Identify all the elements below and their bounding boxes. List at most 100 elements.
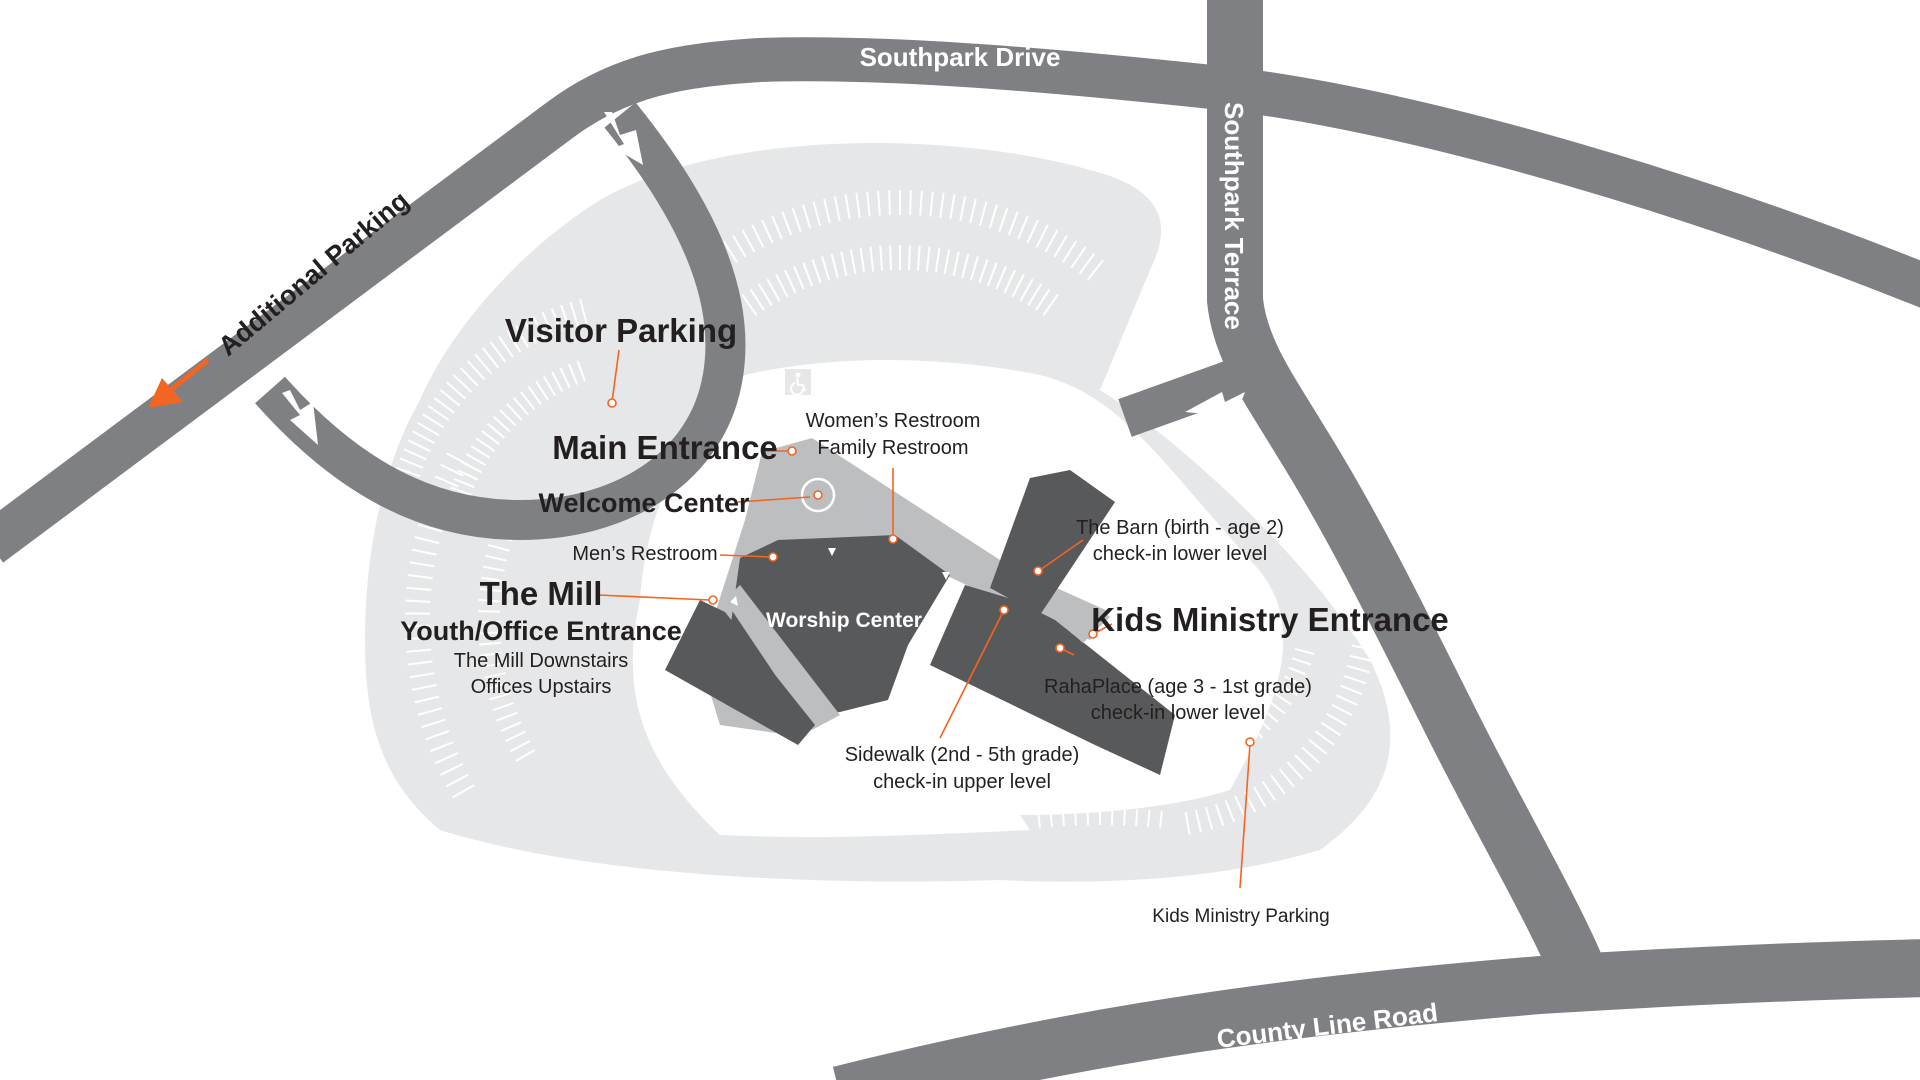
parking-stall-line — [482, 565, 505, 572]
parking-stall-line — [421, 718, 446, 729]
parking-stall-line — [969, 256, 979, 281]
parking-stall-line — [1037, 811, 1041, 829]
parking-stall-line — [939, 192, 945, 218]
parking-stall-line — [450, 486, 472, 496]
parking-stall-line — [888, 190, 891, 216]
parking-stall-line — [512, 396, 529, 416]
kids-ministry-building — [930, 585, 1175, 775]
parking-stall-line — [919, 190, 923, 216]
parking-stall-line — [1343, 674, 1367, 685]
parking-stall-line — [1061, 809, 1065, 827]
parking-stall-line — [429, 741, 454, 753]
parking-stall-line — [407, 574, 433, 580]
kids-ministry-parking-label: Kids Ministry Parking — [1152, 906, 1329, 927]
southpark-drive — [0, 37, 1920, 563]
parking-stall-line — [1011, 274, 1025, 298]
southpark-terrace-label: Southpark Terrace — [1219, 102, 1249, 330]
parking-stall-line — [509, 740, 531, 753]
parking-stall-line — [1268, 700, 1286, 715]
visitor-loop-road — [255, 102, 746, 540]
parking-stall-line — [500, 721, 522, 732]
parking-stall-line — [1062, 240, 1078, 263]
parking-stall-line — [1187, 754, 1195, 775]
parking-stall-line — [1035, 288, 1051, 311]
main-entrance-label: Main Entrance — [552, 429, 778, 466]
parking-stall-line — [961, 253, 970, 279]
parking-stall-line — [1270, 774, 1286, 795]
parking-stall-line — [741, 229, 756, 253]
the-mill-marker — [708, 595, 718, 605]
parking-stall-line — [1135, 809, 1139, 827]
parking-stall-line — [427, 405, 450, 421]
parking-stall-line — [411, 548, 437, 556]
parking-stall-line — [1049, 810, 1053, 828]
parking-stall-line — [1087, 259, 1104, 281]
the-mill-label: The Mill — [480, 575, 603, 612]
parking-stall-line — [959, 196, 967, 222]
the-barn-checkin-label: check-in lower level — [1093, 543, 1268, 565]
parking-stall-line — [481, 576, 504, 582]
parking-stall-line — [480, 651, 503, 657]
parking-stall-line — [986, 262, 998, 287]
parking-stall-line — [1078, 252, 1096, 275]
parking-stall-line — [425, 729, 450, 741]
parking-stall-line — [869, 246, 875, 272]
parking-stall-line — [1035, 224, 1049, 248]
parking-stall-line — [486, 422, 506, 439]
parking-stall-line — [844, 194, 851, 220]
parking-stall-line — [478, 610, 501, 613]
parking-stall-line — [407, 660, 433, 666]
parking-stall-line — [1027, 283, 1043, 306]
parking-stall-line — [1349, 654, 1373, 662]
mens-restroom-marker — [768, 552, 778, 562]
parking-stall-line — [1252, 786, 1267, 808]
parking-stall-line — [732, 234, 747, 258]
parking-stall-line — [908, 245, 911, 271]
parking-stall-line — [579, 298, 588, 324]
parking-stall-line — [541, 311, 554, 336]
door-icon — [730, 596, 738, 606]
parking-stall-line — [576, 360, 586, 382]
parking-stall-line — [446, 452, 470, 466]
parking-stall-line — [506, 330, 522, 353]
parking-stall-line — [1215, 744, 1227, 763]
parking-stall-line — [1007, 211, 1019, 236]
parking-stall-line — [560, 304, 571, 330]
parking-stall-line — [417, 707, 443, 716]
welcome-center-icon — [800, 477, 836, 513]
parking-stall-line — [1286, 761, 1304, 780]
rahaplace-label: RahaPlace (age 3 - 1st grade) — [1044, 676, 1312, 698]
parking-stall-line — [823, 198, 831, 224]
parking-stall-line — [399, 457, 424, 469]
parking-stall-line — [1331, 703, 1353, 717]
parking-stall-line — [506, 403, 523, 421]
parking-stall-line — [1074, 808, 1077, 826]
parking-stall-line — [830, 253, 839, 279]
parking-stall-line — [499, 409, 517, 427]
worship-center-aisle — [725, 585, 840, 730]
parking-stall-line — [514, 325, 530, 348]
parking-stall-line — [559, 367, 571, 389]
parking-stall-line — [1123, 808, 1126, 826]
kids-ministry-entrance-label: Kids Ministry Entrance — [1091, 601, 1449, 638]
parking-stall-line — [496, 711, 518, 722]
parking-stall-line — [1147, 810, 1151, 828]
direction-arrows — [282, 112, 1245, 445]
orange-arrow-icon — [148, 358, 210, 408]
parking-stall-line — [569, 301, 579, 327]
parking-stall-line — [811, 258, 822, 284]
southpark-drive-label: Southpark Drive — [860, 42, 1061, 72]
parking-stall-line — [749, 288, 765, 311]
parking-stall-line — [478, 631, 501, 635]
parking-stall-line — [781, 211, 793, 236]
parking-stall-line — [453, 477, 475, 489]
kids-ministry-entrance-marker — [1088, 629, 1098, 639]
parking-stall-line — [988, 204, 998, 229]
parking-stall-line — [466, 360, 486, 381]
parking-stall-line — [434, 752, 459, 765]
parking-stall-line — [395, 466, 421, 478]
parking-stall-line — [535, 380, 549, 401]
worship-center-label: Worship Center — [766, 609, 922, 632]
